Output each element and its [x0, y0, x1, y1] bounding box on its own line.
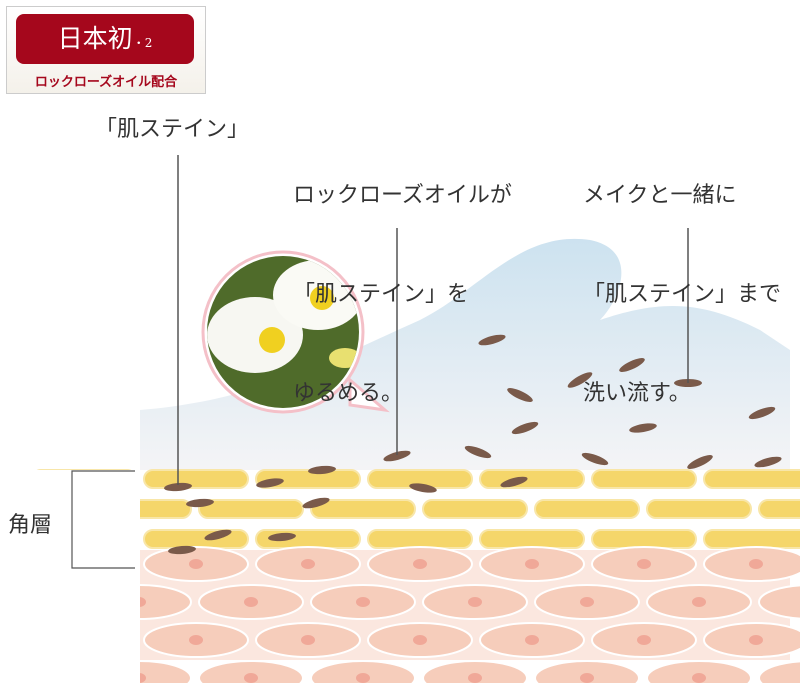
- corneum-cell: [198, 499, 304, 519]
- cell-nucleus: [749, 635, 763, 645]
- cell-nucleus: [413, 559, 427, 569]
- corneum-cell: [143, 469, 249, 489]
- skin-stain-particle: [567, 372, 593, 388]
- skin-cell: [310, 660, 416, 683]
- corneum-cell: [534, 499, 640, 519]
- cell-nucleus: [580, 673, 594, 683]
- cell-nucleus: [692, 597, 706, 607]
- corneum-cell: [255, 469, 361, 489]
- cell-nucleus: [356, 597, 370, 607]
- cell-nucleus: [244, 673, 258, 683]
- badge-title: 日本初: [57, 24, 133, 53]
- wash-label-line: 洗い流す。: [583, 381, 691, 406]
- skin-stain-particle: [619, 358, 645, 372]
- cell-nucleus: [749, 559, 763, 569]
- cell-nucleus: [244, 597, 258, 607]
- corneum-cell: [646, 499, 752, 519]
- corneum-cell: [143, 529, 249, 549]
- skin-cell: [758, 584, 800, 620]
- skin-stain-particle: [464, 445, 492, 459]
- japan-first-badge: 日本初・2 ロックローズオイル配合: [6, 6, 206, 94]
- skin-stain-particle: [507, 388, 533, 402]
- skin-stain-particle: [500, 476, 528, 488]
- cell-nucleus: [580, 597, 594, 607]
- cell-nucleus: [189, 559, 203, 569]
- badge-note: ・2: [132, 36, 153, 50]
- cell-nucleus: [637, 635, 651, 645]
- badge-subtitle: ロックローズオイル配合: [34, 75, 178, 90]
- rockrose-label-line: ロックローズオイルが: [293, 183, 512, 208]
- skin-stain-particle: [687, 455, 713, 469]
- cell-nucleus: [356, 673, 370, 683]
- skin-stain-particle: [164, 482, 192, 492]
- corneum-cell: [479, 469, 585, 489]
- skin-stain-particle: [302, 497, 330, 509]
- skin-stain-particle: [629, 423, 657, 433]
- skin-stain-particle: [511, 421, 539, 435]
- skin-stain-particle: [256, 478, 284, 488]
- rockrose-label: ロックローズオイルが 「肌ステイン」を ゆるめる。: [293, 113, 512, 443]
- cell-nucleus: [637, 559, 651, 569]
- skin-stain-particle: [186, 498, 214, 508]
- skin-cell: [534, 660, 640, 683]
- cell-nucleus: [189, 635, 203, 645]
- corneum-cell: [310, 499, 416, 519]
- pointer-lines: [177, 155, 689, 485]
- corneum-cell: [703, 469, 800, 489]
- stratum-corneum-label: 角層: [8, 513, 53, 538]
- skin-stain-particle: [383, 450, 411, 462]
- skin-cell: [422, 660, 528, 683]
- corneum-cell: [591, 529, 697, 549]
- wash-label-line: 「肌ステイン」まで: [583, 282, 782, 307]
- skin-cell: [646, 660, 752, 683]
- skin-cell: [758, 660, 800, 683]
- skin-stain-particle: [308, 465, 336, 475]
- water-wave: [140, 238, 790, 470]
- skin-stain-particle: [409, 483, 437, 493]
- cell-nucleus: [468, 673, 482, 683]
- cell-nucleus: [301, 635, 315, 645]
- wash-label-line: メイクと一緒に: [583, 183, 737, 208]
- layer-bracket: [71, 470, 135, 569]
- corneum-cell: [703, 529, 800, 549]
- corneum-cell: [367, 529, 473, 549]
- skin-cell: [198, 660, 304, 683]
- flower-bubble: [201, 250, 390, 414]
- stain-label: 「肌ステイン」: [95, 117, 250, 142]
- cell-nucleus: [525, 559, 539, 569]
- corneum-cell: [591, 469, 697, 489]
- rockrose-flower-image: [207, 256, 359, 408]
- skin-stain-particle: [478, 334, 506, 346]
- skin-stain-particle: [268, 532, 296, 542]
- skin-stain-particle: [168, 545, 196, 555]
- skin-stain-particle: [581, 452, 609, 466]
- skin-stain-particle: [748, 406, 776, 420]
- cell-nucleus: [525, 635, 539, 645]
- corneum-cell: [479, 529, 585, 549]
- corneum-cell: [422, 499, 528, 519]
- cell-nucleus: [301, 559, 315, 569]
- rockrose-label-line: ゆるめる。: [293, 381, 404, 406]
- skin-stain-particle: [204, 529, 232, 541]
- skin-stain-particle: [754, 456, 782, 468]
- wash-label: メイクと一緒に 「肌ステイン」まで 洗い流す。: [583, 113, 781, 443]
- cell-nucleus: [692, 673, 706, 683]
- cell-nucleus: [413, 635, 427, 645]
- rockrose-label-line: 「肌ステイン」を: [293, 282, 470, 307]
- corneum-cell: [758, 499, 800, 519]
- cell-nucleus: [468, 597, 482, 607]
